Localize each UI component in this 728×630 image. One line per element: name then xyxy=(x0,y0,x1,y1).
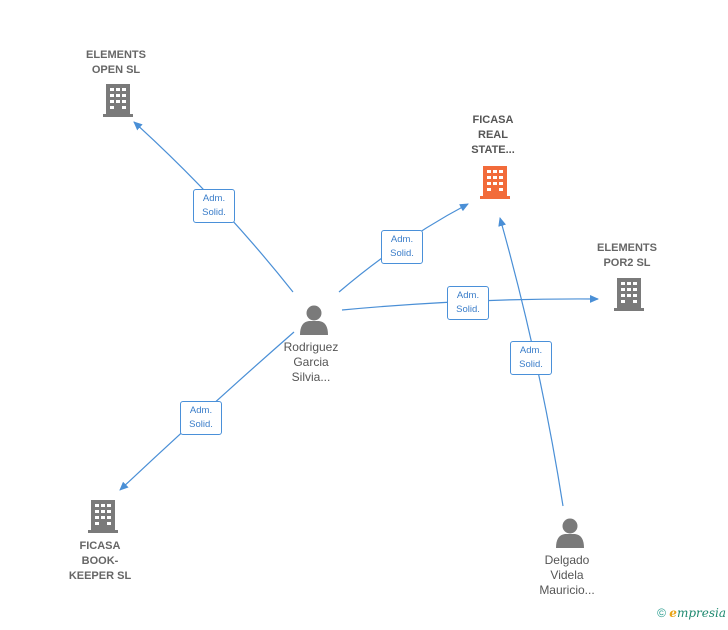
edge-label-line: Adm. xyxy=(202,193,226,204)
edge-label[interactable]: Adm. Solid. xyxy=(447,286,489,320)
node-label-delgado[interactable]: Delgado Videla Mauricio... xyxy=(512,553,622,598)
node-label-line: FICASA xyxy=(79,540,121,552)
node-label-line: BOOK- xyxy=(81,555,119,567)
person-icon[interactable] xyxy=(300,305,328,336)
node-label-line: Videla xyxy=(550,568,584,582)
edge-label[interactable]: Adm. Solid. xyxy=(381,230,423,264)
edge-label-line: Adm. xyxy=(456,290,480,301)
edge-label-line: Adm. xyxy=(519,345,543,356)
node-label-ficasa-book-keeper[interactable]: FICASA BOOK- KEEPER SL xyxy=(45,539,155,584)
building-icon[interactable] xyxy=(614,278,644,311)
edge-label-line: Adm. xyxy=(189,405,213,416)
node-label-line: Garcia xyxy=(293,355,329,369)
node-label-line: REAL xyxy=(478,129,508,141)
node-label-rodriguez[interactable]: Rodriguez Garcia Silvia... xyxy=(256,340,366,385)
edge-label-line: Solid. xyxy=(519,359,543,370)
building-icon-highlight[interactable] xyxy=(480,166,510,199)
node-label-line: KEEPER SL xyxy=(68,570,132,582)
node-label-elements-open[interactable]: ELEMENTS OPEN SL xyxy=(61,48,171,78)
node-label-line: OPEN SL xyxy=(91,64,141,76)
edge-label-line: Solid. xyxy=(202,207,226,218)
edge-label[interactable]: Adm. Solid. xyxy=(180,401,222,435)
node-label-ficasa-real-state[interactable]: FICASA REAL STATE... xyxy=(438,113,548,158)
edge-label-line: Solid. xyxy=(390,248,414,259)
node-label-elements-por2[interactable]: ELEMENTS POR2 SL xyxy=(572,241,682,271)
person-icon[interactable] xyxy=(556,518,584,549)
building-icon[interactable] xyxy=(103,84,133,117)
copyright-icon: © xyxy=(657,606,666,620)
edge-label-line: Adm. xyxy=(390,234,414,245)
node-label-line: Delgado xyxy=(544,553,590,567)
brand-initial: e xyxy=(669,606,677,620)
brand-footer: © empresia xyxy=(657,606,726,620)
building-icon[interactable] xyxy=(88,500,118,533)
edge-label[interactable]: Adm. Solid. xyxy=(510,341,552,375)
node-label-line: FICASA xyxy=(472,114,514,126)
node-label-line: Mauricio... xyxy=(539,583,595,597)
node-label-line: Silvia... xyxy=(291,370,331,384)
brand-logo: empresia xyxy=(669,606,726,620)
node-label-line: ELEMENTS xyxy=(597,242,657,254)
edge-label-line: Solid. xyxy=(456,304,480,315)
edge-label-line: Solid. xyxy=(189,419,213,430)
node-label-line: POR2 SL xyxy=(603,257,651,269)
node-label-line: ELEMENTS xyxy=(86,49,146,61)
node-label-line: Rodriguez xyxy=(283,340,339,354)
brand-name: mpresia xyxy=(676,606,726,620)
node-label-line: STATE... xyxy=(471,144,515,156)
edge-label[interactable]: Adm. Solid. xyxy=(193,189,235,223)
